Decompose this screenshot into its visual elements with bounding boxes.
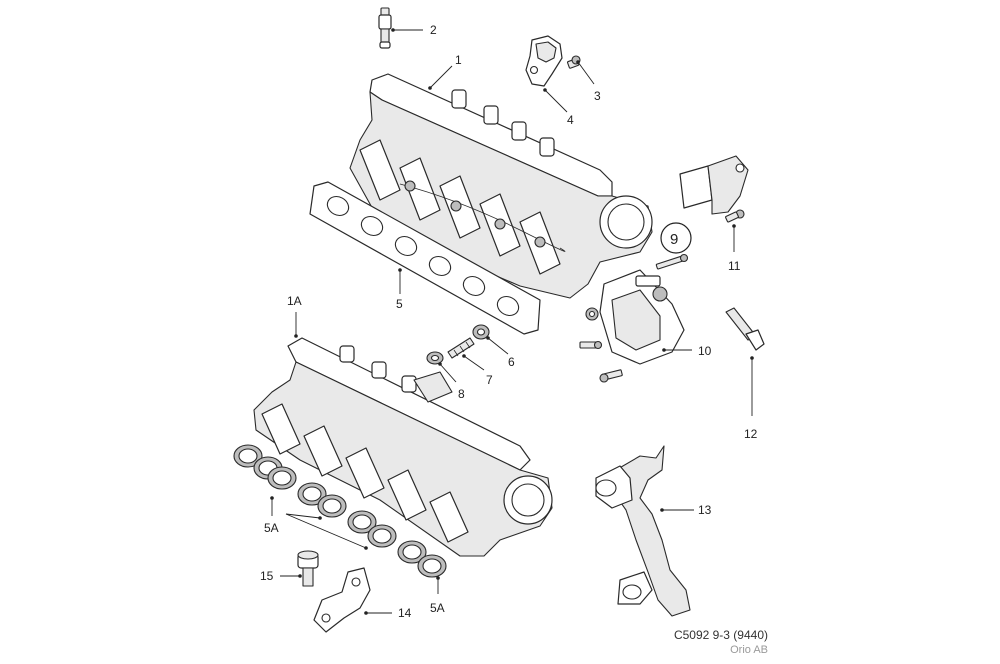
callout-5a-bottom: 5A <box>430 576 445 615</box>
callout-3: 3 <box>576 60 601 103</box>
callout-5a-left: 5A <box>264 496 368 550</box>
callout-2: 2 <box>391 23 437 37</box>
svg-text:7: 7 <box>486 373 493 387</box>
svg-text:15: 15 <box>260 569 274 583</box>
svg-text:11: 11 <box>728 259 741 273</box>
svg-text:8: 8 <box>458 387 465 401</box>
svg-text:10: 10 <box>698 344 712 358</box>
svg-text:5A: 5A <box>264 521 279 535</box>
part-5a-gaskets <box>233 444 447 578</box>
callout-8: 8 <box>438 362 465 401</box>
callout-14: 14 <box>364 606 412 620</box>
part-1-intake-manifold <box>349 73 653 299</box>
part-6-nut <box>472 324 490 340</box>
callout-4: 4 <box>543 88 574 127</box>
svg-text:14: 14 <box>398 606 412 620</box>
part-12-pin <box>725 307 765 351</box>
svg-text:1A: 1A <box>287 294 302 308</box>
sensor-bracket <box>679 155 749 215</box>
part-11-bolt <box>725 209 745 223</box>
callout-1a: 1A <box>287 294 302 338</box>
svg-text:6: 6 <box>508 355 515 369</box>
part-2-stud <box>378 7 392 49</box>
svg-text:4: 4 <box>567 113 574 127</box>
part-5-gasket <box>309 181 541 335</box>
callout-10: 10 <box>662 344 712 358</box>
svg-text:13: 13 <box>698 503 712 517</box>
callout-5: 5 <box>396 268 403 311</box>
part-4-bracket <box>525 35 563 87</box>
svg-text:2: 2 <box>430 23 437 37</box>
svg-text:1: 1 <box>455 53 462 67</box>
callout-1: 1 <box>428 53 462 90</box>
part-8-washer <box>426 351 444 365</box>
gasket-pair-3 <box>347 510 397 548</box>
svg-text:5A: 5A <box>430 601 445 615</box>
part-9-reference-circle: 9 <box>660 222 692 254</box>
callout-7: 7 <box>462 354 493 387</box>
callout-12: 12 <box>744 356 758 441</box>
part-15-bolt <box>297 550 319 587</box>
svg-text:5: 5 <box>396 297 403 311</box>
svg-text:9: 9 <box>670 231 678 248</box>
svg-text:3: 3 <box>594 89 601 103</box>
gasket-pair-4 <box>397 540 447 578</box>
diagram-code: C5092 9-3 (9440) <box>673 628 768 642</box>
gasket-pair-2 <box>297 482 347 518</box>
diagram-caption: C5092 9-3 (9440) Orio AB <box>674 628 768 657</box>
svg-text:12: 12 <box>744 427 758 441</box>
part-10-valve-housing <box>579 253 689 383</box>
callout-13: 13 <box>660 503 712 517</box>
part-13-hose <box>595 445 691 617</box>
callout-15: 15 <box>260 569 302 583</box>
callout-6: 6 <box>486 336 515 369</box>
organization-label: Orio AB <box>730 644 768 656</box>
callout-11: 11 <box>728 224 741 273</box>
part-1a-lower-manifold <box>253 337 553 557</box>
part-14-bracket <box>313 567 371 633</box>
part-7-stud <box>447 337 475 359</box>
gasket-pair-1 <box>233 444 297 490</box>
